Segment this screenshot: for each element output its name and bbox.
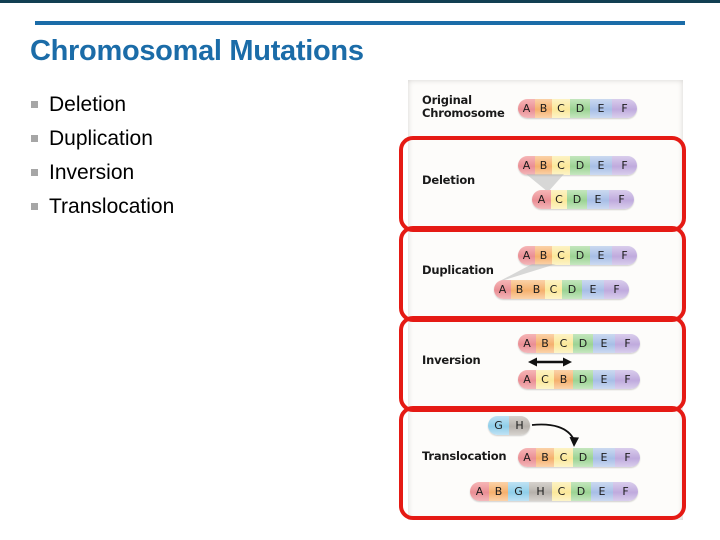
chromosome-duplication-after: A B B C D E F xyxy=(494,280,629,299)
row-label-deletion: Deletion xyxy=(422,173,476,187)
inversion-double-arrow-icon xyxy=(528,357,572,367)
list-item: Inversion xyxy=(31,158,371,192)
row-label-duplication: Duplication xyxy=(422,263,494,277)
bullet-label: Deletion xyxy=(49,93,127,116)
highlight-box-inversion xyxy=(399,316,686,412)
bullet-square-icon xyxy=(31,169,38,176)
row-label-original: Original Chromosome xyxy=(422,93,505,120)
chromosome-deletion-before: A B C D E F xyxy=(518,156,637,175)
top-accent-strip xyxy=(0,0,720,3)
highlight-box-duplication xyxy=(399,226,686,322)
figure-row-duplication: Duplication A B C D E F A B B C D E F xyxy=(408,226,683,316)
highlight-box-deletion xyxy=(399,136,686,232)
deletion-wedge-icon xyxy=(526,174,564,192)
highlight-box-translocation xyxy=(399,406,686,520)
figure-row-deletion: Deletion A B C D E F A C D E F xyxy=(408,136,683,226)
duplication-wedge-icon xyxy=(498,264,556,282)
bullet-square-icon xyxy=(31,101,38,108)
chromosome-inversion-before: A B C D E F xyxy=(518,334,640,353)
chromosome-duplication-before: A B C D E F xyxy=(518,246,637,265)
chromosome-inversion-after: A C B D E F xyxy=(518,370,640,389)
bullet-square-icon xyxy=(31,203,38,210)
list-item: Translocation xyxy=(31,192,371,226)
chromosome-mutation-figure: Original Chromosome A B C D E F Deletion… xyxy=(408,80,683,520)
bullet-square-icon xyxy=(31,135,38,142)
figure-row-inversion: Inversion A B C D E F A C B D E F xyxy=(408,316,683,406)
row-label-inversion: Inversion xyxy=(422,353,481,367)
figure-row-translocation: Translocation G H A B C D E F A B G xyxy=(408,406,683,520)
page-title: Chromosomal Mutations xyxy=(30,35,364,67)
bullet-list: Deletion Duplication Inversion Transloca… xyxy=(31,90,371,226)
bullet-label: Duplication xyxy=(49,127,153,150)
bullet-label: Translocation xyxy=(49,195,175,218)
chromosome-deletion-after: A C D E F xyxy=(532,190,634,209)
chromosome-translocation-after: A B G H C D E F xyxy=(470,482,638,501)
list-item: Duplication xyxy=(31,124,371,158)
chromosome-original: A B C D E F xyxy=(518,99,637,118)
translocation-arrow-icon xyxy=(531,423,579,447)
chromosome-translocation-fragment: G H xyxy=(488,416,530,435)
chromosome-translocation-before: A B C D E F xyxy=(518,448,640,467)
figure-row-original: Original Chromosome A B C D E F xyxy=(408,80,683,136)
bullet-label: Inversion xyxy=(49,161,135,184)
title-rule xyxy=(35,21,685,25)
list-item: Deletion xyxy=(31,90,371,124)
row-label-translocation: Translocation xyxy=(422,449,507,463)
